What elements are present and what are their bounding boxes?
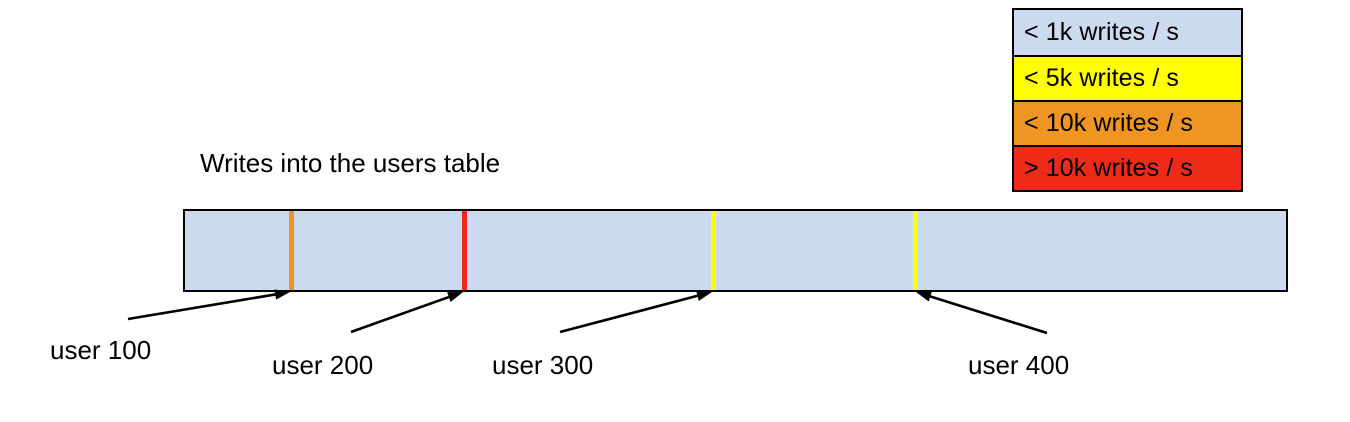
callout-label-user-200: user 200: [272, 350, 374, 380]
marker-stripe-user-400: [913, 211, 918, 290]
marker-stripe-user-300: [711, 211, 716, 290]
legend-entry-label: < 1k writes / s: [1024, 18, 1180, 46]
marker-stripe-user-100: [289, 211, 294, 290]
legend-entry-label: > 10k writes / s: [1024, 154, 1194, 182]
callout-label-user-100: user 100: [50, 335, 152, 365]
arrow-shaft-user-400: [926, 294, 1048, 335]
legend: < 1k writes / s < 5k writes / s < 10k wr…: [1012, 8, 1243, 192]
callout-label-user-300: user 300: [492, 350, 594, 380]
legend-entry-label: < 10k writes / s: [1024, 109, 1194, 137]
arrow-shaft-user-300: [559, 293, 702, 334]
legend-entry-label: < 5k writes / s: [1024, 64, 1180, 92]
arrow-head-user-400: [916, 291, 932, 302]
legend-entry-lt-10k: < 10k writes / s: [1014, 100, 1241, 145]
marker-stripe-user-200: [462, 211, 467, 290]
arrow-head-user-200: [447, 292, 463, 302]
legend-entry-lt-5k: < 5k writes / s: [1014, 55, 1241, 100]
arrow-shaft-user-100: [127, 292, 280, 321]
users-table-bar: [183, 209, 1288, 292]
chart-title: Writes into the users table: [200, 148, 501, 178]
callout-label-user-400: user 400: [968, 350, 1070, 380]
legend-entry-lt-1k: < 1k writes / s: [1014, 10, 1241, 55]
legend-entry-gt-10k: > 10k writes / s: [1014, 145, 1241, 190]
arrow-head-user-300: [696, 290, 712, 301]
arrow-shaft-user-200: [350, 294, 454, 334]
